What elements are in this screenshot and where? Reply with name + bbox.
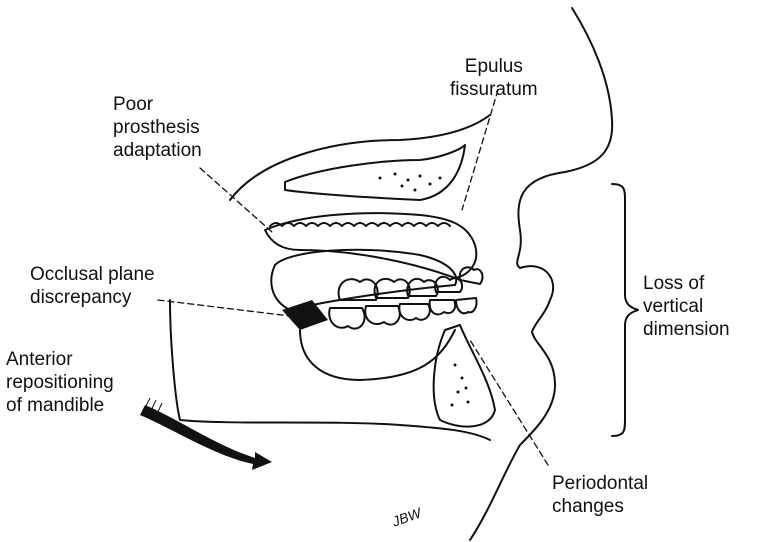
periodontal-line-2: changes [552, 495, 648, 518]
mandible-symphysis [434, 325, 495, 427]
bone-stipple [379, 173, 470, 407]
label-periodontal: Periodontal changes [552, 472, 648, 518]
poor-line-2: prosthesis [113, 116, 202, 139]
nasal-floor [285, 145, 465, 200]
anterior-line-2: repositioning [6, 371, 114, 394]
anterior-line-3: of mandible [6, 394, 114, 417]
occlusal-line-1: Occlusal plane [30, 263, 155, 286]
upper-teeth [339, 267, 483, 300]
label-poor-prosthesis: Poor prosthesis adaptation [113, 93, 202, 162]
lower-lip-outline [300, 330, 455, 380]
epulus-line-2: fissuratum [450, 78, 538, 101]
anterior-line-1: Anterior [6, 348, 114, 371]
epulus-line-1: Epulus [450, 55, 538, 78]
vertical-dimension-bracket [612, 184, 638, 436]
poor-line-1: Poor [113, 93, 202, 116]
label-epulus-fissuratum: Epulus fissuratum [450, 55, 538, 101]
loss-line-2: vertical [643, 295, 730, 318]
arrow-icon [140, 405, 272, 470]
label-occlusal-plane: Occlusal plane discrepancy [30, 263, 155, 309]
label-anterior-repositioning: Anterior repositioning of mandible [6, 348, 114, 417]
occlusal-shadow [282, 300, 328, 330]
leader-occlusal [158, 300, 290, 316]
denture-flange [270, 223, 450, 226]
leader-periodontal [470, 340, 548, 465]
loss-line-1: Loss of [643, 272, 730, 295]
occlusal-line-2: discrepancy [30, 286, 155, 309]
periodontal-line-1: Periodontal [552, 472, 648, 495]
leader-poor-prosthesis [200, 168, 272, 232]
leader-epulus [462, 90, 498, 210]
poor-line-3: adaptation [113, 139, 202, 162]
loss-line-3: dimension [643, 318, 730, 341]
lower-teeth [329, 298, 476, 329]
upper-skull-outline [230, 115, 490, 200]
label-loss-vertical: Loss of vertical dimension [643, 272, 730, 341]
